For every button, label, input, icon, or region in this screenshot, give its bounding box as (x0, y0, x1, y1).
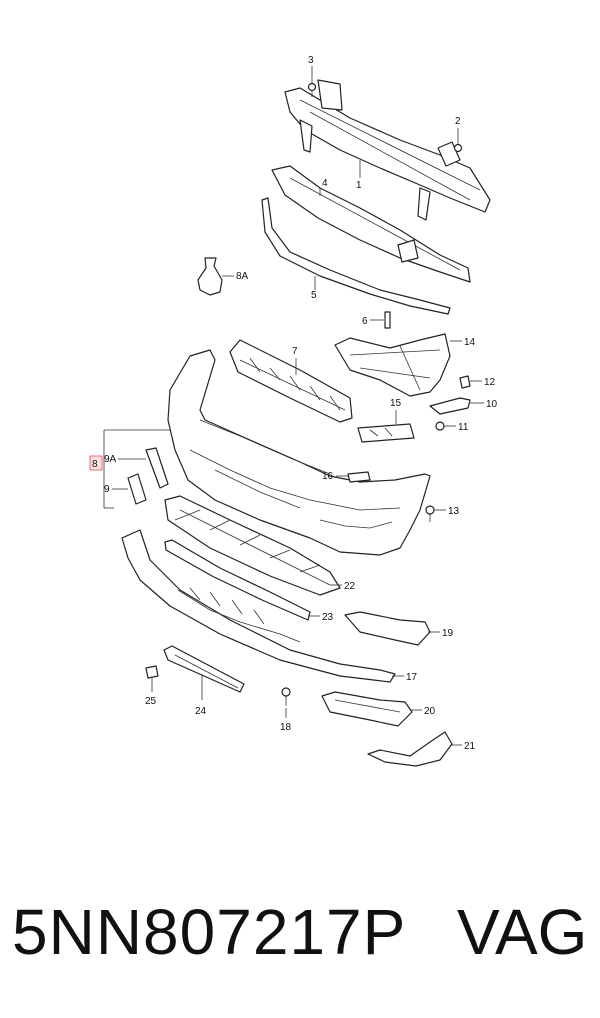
part-17-lower-spoiler (121, 529, 396, 683)
part-8a-grease-pouch (197, 257, 223, 296)
part-5-lower-trim-strip (261, 197, 451, 315)
part-3-bolt (307, 82, 317, 97)
part-2-bolt (453, 143, 463, 153)
part-13-screw (425, 505, 435, 522)
callout-7: 7 (292, 346, 298, 357)
callout-15: 15 (390, 398, 402, 409)
part-11-nut (435, 421, 445, 431)
part-15-sensor-holder (357, 423, 415, 443)
part-4-energy-absorber (271, 165, 471, 283)
bumper-cover (167, 349, 431, 556)
part-9a-bracket (145, 447, 169, 489)
callout-5: 5 (311, 290, 317, 301)
part-18-screw (281, 687, 291, 706)
callout-8a: 8A (236, 271, 249, 282)
callout-10: 10 (486, 399, 498, 410)
callout-23: 23 (322, 612, 334, 623)
part-1-bumper-carrier (284, 79, 491, 221)
part-25-clip (145, 665, 159, 679)
callout-22: 22 (344, 581, 356, 592)
part-16-emblem (347, 471, 371, 483)
callout-16: 16 (322, 471, 334, 482)
part-21-corner-trim (367, 731, 453, 767)
part-14-bracket (334, 333, 451, 397)
part-20-side-vent-trim (321, 691, 413, 727)
callout-13: 13 (448, 506, 460, 517)
callout-2: 2 (455, 116, 461, 127)
part-24-license-plate-holder (163, 645, 245, 693)
callout-21: 21 (464, 741, 476, 752)
callout-17: 17 (406, 672, 418, 683)
part-22-lower-grille (164, 495, 341, 596)
callout-4: 4 (322, 178, 328, 189)
callout-6: 6 (362, 316, 368, 327)
callout-8: 8 (92, 459, 98, 470)
callout-3: 3 (308, 55, 314, 66)
part-10-side-bracket (429, 397, 471, 415)
part-12-clip (459, 375, 471, 389)
callout-11: 11 (458, 422, 469, 433)
callout-9a: 9A (104, 454, 117, 465)
callout-12: 12 (484, 377, 496, 388)
callout-18: 18 (280, 722, 292, 733)
part-number-label: 5NN807217P (12, 896, 407, 968)
part-7-upper-grille-insert (229, 339, 353, 423)
part-8-group-bracket (89, 429, 180, 509)
callout-24: 24 (195, 706, 207, 717)
part-9-tow-hook-cover (127, 473, 147, 505)
brand-label: VAG (457, 896, 588, 968)
callout-25: 25 (145, 696, 157, 707)
callout-9: 9 (104, 484, 110, 495)
callout-1: 1 (356, 180, 362, 191)
callout-20: 20 (424, 706, 436, 717)
part-6-screw (384, 311, 391, 329)
part-19-side-trim (344, 611, 431, 646)
callout-19: 19 (442, 628, 454, 639)
exploded-parts-diagram: 1 2 3 4 5 8A 6 7 (89, 55, 498, 767)
callout-14: 14 (464, 337, 476, 348)
